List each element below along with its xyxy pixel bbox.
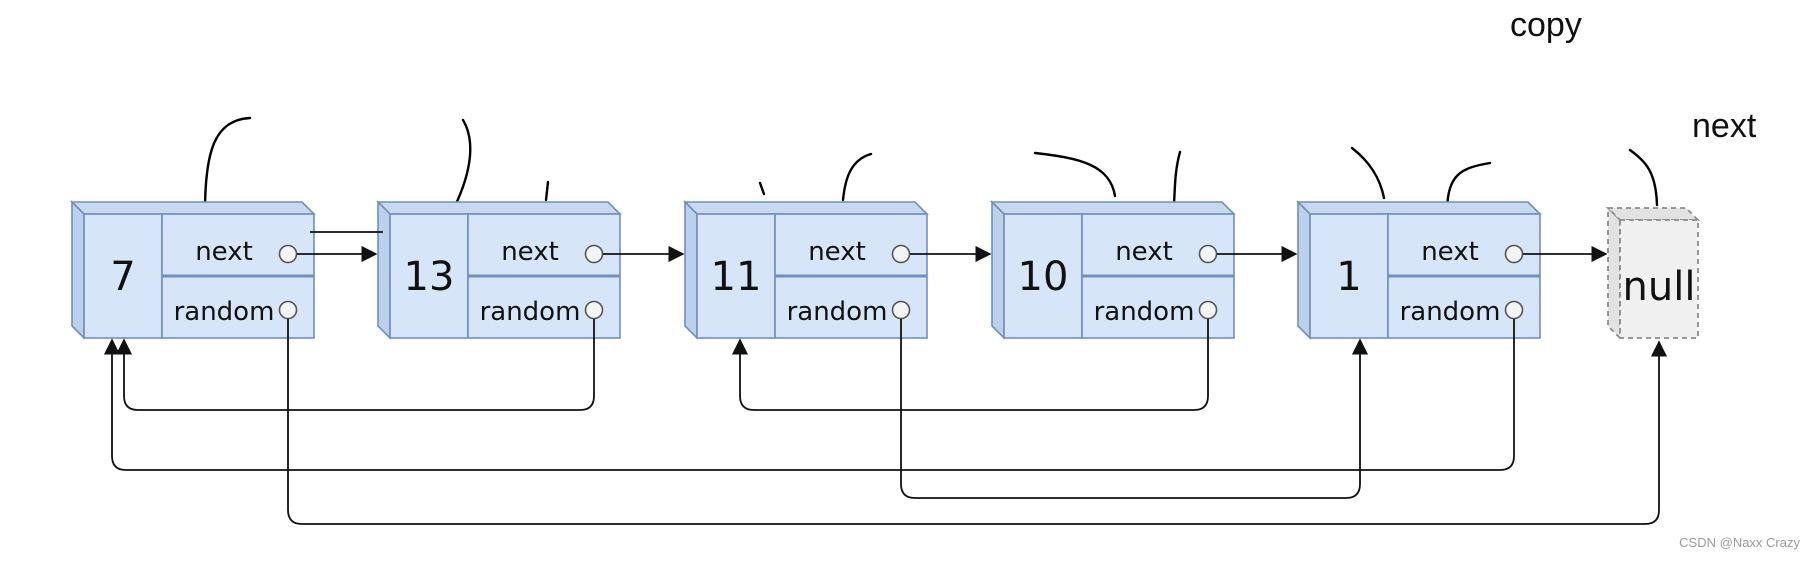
node-top-face <box>1296 201 1542 215</box>
node-side-face <box>1297 200 1311 340</box>
node-value: 7 <box>110 254 135 300</box>
next-label: next <box>1115 237 1173 267</box>
node-top-face <box>70 201 316 215</box>
list-node-11: 11 next random <box>683 200 929 340</box>
random-port <box>278 300 298 320</box>
next-label: next <box>501 237 559 267</box>
next-port <box>278 244 298 264</box>
list-node-10: 10 next random <box>990 200 1236 340</box>
next-label: next <box>195 237 253 267</box>
next-port <box>891 244 911 264</box>
node-value: 10 <box>1018 254 1069 300</box>
list-node-1: 1 next random <box>1296 200 1542 340</box>
random-port <box>584 300 604 320</box>
node-value: 1 <box>1336 254 1361 300</box>
node-side-face <box>71 200 85 340</box>
null-node: null <box>1605 205 1701 341</box>
next-label: next <box>808 237 866 267</box>
node-side-face <box>991 200 1005 340</box>
list-node-13: 13 next random <box>376 200 622 340</box>
null-label: null <box>1623 264 1696 310</box>
random-label: random <box>787 297 888 327</box>
list-node-7: 7 next random <box>70 200 316 340</box>
random-7-to-null <box>287 319 1668 525</box>
node-value: 11 <box>711 254 762 300</box>
node-side-face <box>377 200 391 340</box>
random-11-to-1 <box>900 319 1369 499</box>
next-port <box>584 244 604 264</box>
node-value-box <box>1309 213 1389 339</box>
pointer-links <box>103 231 1668 525</box>
next-port <box>1504 244 1524 264</box>
node-value-box <box>389 213 469 339</box>
nodes-layer: 7 next random 13 next random 11 next random 10 nex… <box>70 200 1542 340</box>
handwritten-scribbles <box>203 116 1659 214</box>
watermark: CSDN @Naxx Crazy <box>1679 535 1800 550</box>
node-top-face <box>990 201 1236 215</box>
node-side-face <box>684 200 698 340</box>
next-label: next <box>1421 237 1479 267</box>
random-1-to-7 <box>103 319 1515 471</box>
node-value-box <box>83 213 163 339</box>
random-13-to-7 <box>115 319 595 411</box>
random-port <box>891 300 911 320</box>
random-label: random <box>174 297 275 327</box>
random-label: random <box>1400 297 1501 327</box>
random-10-to-11 <box>731 319 1209 411</box>
annotation-copy: copy <box>1510 6 1582 44</box>
random-port <box>1504 300 1524 320</box>
node-top-face <box>683 201 929 215</box>
next-port <box>1198 244 1218 264</box>
annotation-next: next <box>1692 107 1757 145</box>
node-top-face <box>376 201 622 215</box>
random-label: random <box>480 297 581 327</box>
random-port <box>1198 300 1218 320</box>
node-value: 13 <box>404 254 455 300</box>
random-label: random <box>1094 297 1195 327</box>
